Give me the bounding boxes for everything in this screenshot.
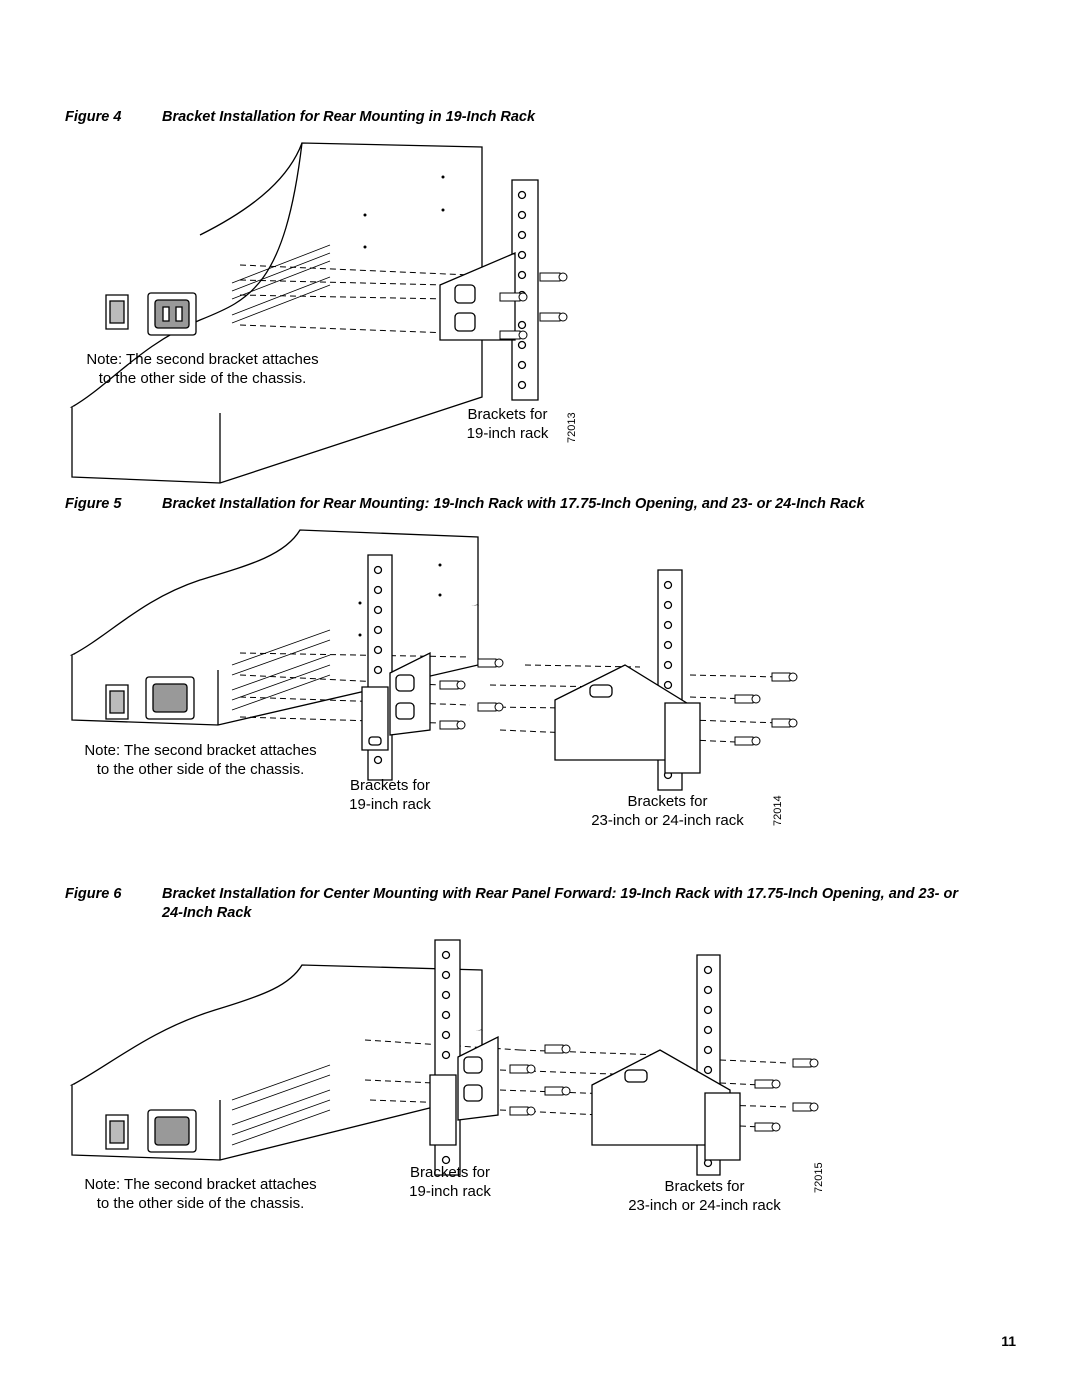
screws <box>510 1045 818 1131</box>
note-line-2: to the other side of the chassis. <box>98 370 307 387</box>
figure-5-illustration <box>0 525 1080 825</box>
label-line-1: Brackets for <box>467 406 548 423</box>
screws <box>440 659 797 745</box>
figure-4-note: Note: The second bracket attaches to the… <box>70 350 335 388</box>
label-line-2: 23-inch or 24-inch rack <box>628 1197 781 1214</box>
figure-4-id: 72013 <box>566 412 578 443</box>
figure-6-title-line-1: Bracket Installation for Center Mounting… <box>162 886 959 902</box>
figure-5-note: Note: The second bracket attaches to the… <box>68 741 333 779</box>
chassis-drawing <box>72 143 500 483</box>
bracket-19in <box>362 653 430 750</box>
screws <box>500 273 567 339</box>
page-number: 11 <box>1001 1333 1016 1349</box>
figure-4-number: Figure 4 <box>65 109 122 125</box>
figure-5-id: 72014 <box>772 795 784 826</box>
bracket-23in <box>592 1050 740 1160</box>
label-line-1: Brackets for <box>664 1178 745 1195</box>
figure-6-label-19in: Brackets for 19-inch rack <box>395 1163 505 1201</box>
note-line-1: Note: The second bracket attaches <box>84 1176 317 1193</box>
note-line-1: Note: The second bracket attaches <box>84 742 317 759</box>
bracket <box>440 253 515 340</box>
figure-6-note: Note: The second bracket attaches to the… <box>68 1175 333 1213</box>
figure-6-illustration <box>0 935 1080 1215</box>
figure-5-label-19in: Brackets for 19-inch rack <box>335 776 445 814</box>
figure-5-title: Bracket Installation for Rear Mounting: … <box>162 496 865 512</box>
figure-6-id: 72015 <box>813 1162 825 1193</box>
figure-6-number: Figure 6 <box>65 886 122 902</box>
figure-4-label-19in: Brackets for 19-inch rack <box>455 405 560 443</box>
label-line-1: Brackets for <box>349 777 431 794</box>
figure-5-number: Figure 5 <box>65 496 122 512</box>
label-line-1: Brackets for <box>409 1164 491 1181</box>
bracket-23in <box>555 665 700 773</box>
label-line-2: 19-inch rack <box>466 425 549 442</box>
note-line-2: to the other side of the chassis. <box>96 1195 305 1212</box>
figure-4-illustration <box>0 135 1080 455</box>
note-line-1: Note: The second bracket attaches <box>86 351 319 368</box>
label-line-2: 19-inch rack <box>409 1183 491 1200</box>
label-line-2: 19-inch rack <box>349 796 431 813</box>
figure-6-label-23in: Brackets for 23-inch or 24-inch rack <box>612 1177 797 1215</box>
label-line-1: Brackets for <box>627 793 708 810</box>
rack-rail <box>512 180 538 400</box>
figure-5-label-23in: Brackets for 23-inch or 24-inch rack <box>575 792 760 830</box>
figure-4-title: Bracket Installation for Rear Mounting i… <box>162 109 536 125</box>
figure-6-title-line-2: 24-Inch Rack <box>162 905 252 921</box>
note-line-2: to the other side of the chassis. <box>96 761 305 778</box>
bracket-19in <box>430 1037 498 1145</box>
label-line-2: 23-inch or 24-inch rack <box>591 812 744 829</box>
chassis-drawing <box>72 965 790 1160</box>
